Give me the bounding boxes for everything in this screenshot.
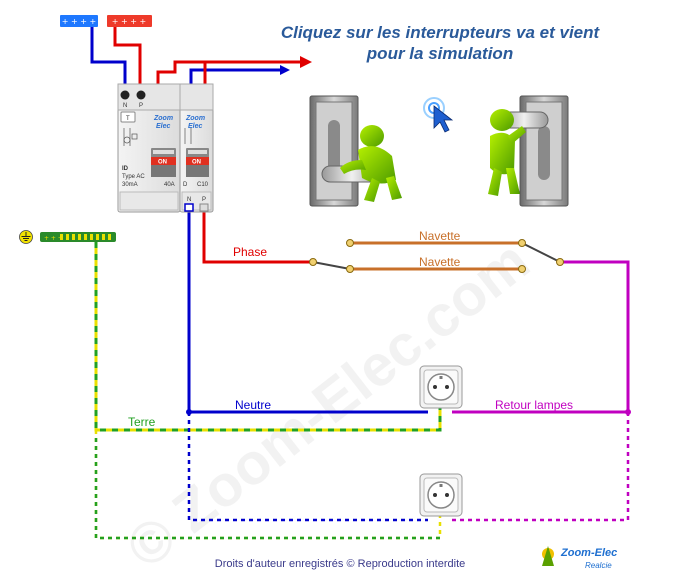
page-title-line2: pour la simulation	[366, 44, 513, 63]
terre-label: Terre	[128, 415, 156, 429]
retour-lampes-label: Retour lampes	[495, 398, 573, 412]
diff-rating-label: 40A	[164, 182, 175, 188]
neutral-arrow-icon	[280, 65, 290, 75]
out-phase-wire-1	[156, 60, 300, 84]
cb-on-label: ON	[192, 160, 201, 166]
test-button-label: T	[126, 116, 130, 122]
diff-on-toggle[interactable]	[151, 157, 176, 165]
phase-label: Phase	[233, 245, 267, 259]
diff-brand-line1: Zoom	[153, 115, 173, 122]
cb-terminal-p-label: P	[202, 197, 206, 203]
logo-name: Zoom-Elec	[560, 547, 617, 559]
test-button[interactable]	[120, 111, 136, 123]
cb-schematic-icon	[184, 128, 192, 144]
diff-sensitivity-label: 30mA	[122, 182, 138, 188]
navette-label-1: Navette	[419, 229, 461, 243]
logo-tagline: Realcie	[585, 561, 612, 570]
diff-terminal-p-label: P	[139, 103, 143, 109]
circuit-breaker: Zoom Elec ON D C10 N P	[179, 83, 214, 213]
terminal-screw-icon	[199, 203, 209, 212]
differential-breaker: N P T Zoom Elec ON ID Type AC 30mA 40A	[117, 83, 181, 213]
diff-schematic-icon	[123, 128, 138, 146]
cb-brand-line2: Elec	[188, 123, 203, 130]
cb-rating-label: C10	[197, 182, 209, 188]
phase-arrow-icon	[300, 56, 312, 68]
retour-lampes-wire-dashed	[452, 412, 630, 522]
earth-wire-stripe	[94, 242, 442, 432]
switch-2-schematic[interactable]	[518, 239, 564, 273]
retour-lampes-wire	[452, 260, 630, 414]
earth-ground-icon	[19, 230, 33, 244]
svg-text:+ + +: + + +	[44, 235, 63, 242]
person-figure-right	[488, 109, 526, 196]
cb-brand-line1: Zoom	[185, 115, 205, 122]
socket-outlet-2	[419, 473, 463, 517]
socket-outlet-1	[419, 365, 463, 409]
terminal-screw-icon	[120, 90, 130, 100]
cb-curve-label: D	[183, 182, 188, 188]
phase-bus-bar: + + + +	[107, 15, 152, 27]
diff-brand-line2: Elec	[156, 123, 171, 130]
diff-terminal-n-label: N	[123, 103, 127, 109]
navette-label-2: Navette	[419, 255, 461, 269]
watermark: © Zoom-Elec.com	[115, 228, 542, 576]
supply-phase-wire	[113, 27, 142, 88]
cb-on-toggle[interactable]	[186, 157, 209, 165]
switch-1-schematic[interactable]	[309, 239, 354, 273]
va-et-vient-switch-2[interactable]	[499, 95, 569, 207]
neutre-wire-dashed	[187, 412, 428, 522]
watermark-text: © Zoom-Elec.com	[115, 228, 542, 576]
terminal-screw-icon	[136, 90, 146, 100]
terminal-screw-icon	[184, 203, 194, 212]
out-neutral-wire-1	[189, 68, 280, 84]
neutre-label: Neutre	[235, 398, 271, 412]
diff-type-label: Type AC	[122, 174, 145, 180]
phase-wire	[202, 212, 313, 264]
page-title-line1: Cliquez sur les interrupteurs va et vien…	[281, 23, 601, 42]
diff-on-label: ON	[158, 160, 167, 166]
earth-bus-bar: + + +	[40, 232, 116, 242]
supply-neutral-wire	[90, 27, 127, 88]
diff-id-label: ID	[122, 166, 129, 172]
cb-terminal-n-label: N	[187, 197, 191, 203]
svg-text:+ + + +: + + + +	[62, 17, 96, 26]
svg-text:+ + + +: + + + +	[112, 17, 146, 26]
cursor-click-icon	[423, 97, 454, 133]
copyright-footer: Droits d'auteur enregistrés © Reproducti…	[215, 558, 466, 570]
person-figure-left	[340, 125, 402, 202]
zoom-elec-logo: Zoom-Elec Realcie	[542, 546, 617, 570]
neutral-bus-bar: + + + +	[60, 15, 98, 27]
